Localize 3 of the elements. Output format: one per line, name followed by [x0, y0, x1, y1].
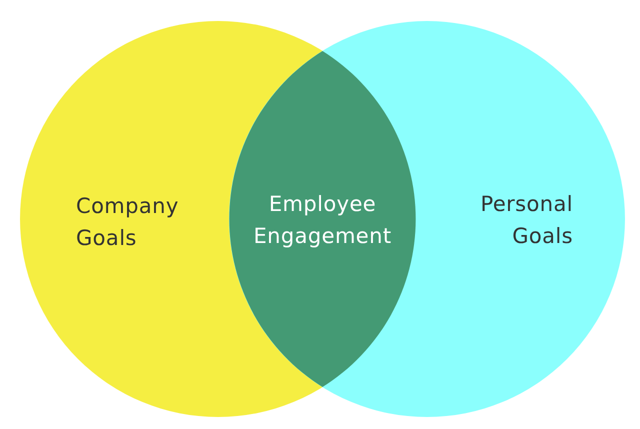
region-label: Company Goals [76, 193, 179, 252]
region-label: Personal Goals [480, 191, 573, 250]
region-label: Employee Engagement [254, 191, 392, 250]
